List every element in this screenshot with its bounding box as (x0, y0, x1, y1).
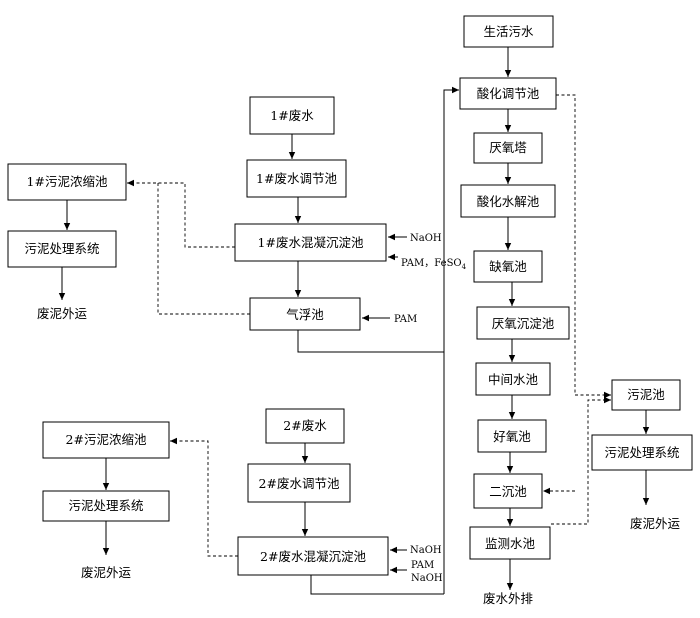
monitoring-tank-label: 监测水池 (485, 536, 536, 551)
flotation-tank-box: 气浮池 (249, 297, 361, 331)
domestic-sewage-box: 生活污水 (463, 15, 554, 48)
aerobic-tank-box: 好氧池 (477, 419, 547, 453)
sludge-coag1-to-thickener1 (127, 179, 235, 248)
wastewater-1-box: 1#废水 (249, 96, 335, 135)
aerobic-tank-label: 好氧池 (493, 429, 531, 444)
sludge-system-1-label: 污泥处理系统 (24, 241, 99, 256)
flotation-pam-label: PAM (394, 314, 417, 325)
sludge-out-1-label: 废泥外运 (37, 306, 88, 321)
domestic-sewage-label: 生活污水 (483, 24, 534, 39)
sludge-system-2-box: 污泥处理系统 (42, 490, 170, 522)
sludge-system-right-label: 污泥处理系统 (604, 445, 679, 460)
anaerobic-tower-box: 厌氧塔 (473, 132, 543, 164)
sludge-right-return (551, 396, 611, 525)
ww1-adjust-tank-label: 1#废水调节池 (256, 171, 337, 186)
sludge-tank-box: 污泥池 (611, 379, 681, 411)
coag2-pam-label: PAM (411, 560, 434, 571)
ww2-adjust-tank-label: 2#废水调节池 (259, 476, 340, 491)
intermediate-tank-label: 中间水池 (488, 372, 539, 387)
wastewater-2-box: 2#废水 (265, 408, 345, 444)
sludge-out-2-label: 废泥外运 (81, 565, 132, 580)
flow-coag2-to-trunk (310, 575, 444, 595)
sludge-flow-lines (127, 94, 611, 557)
sludge-out-right-label: 废泥外运 (630, 516, 681, 531)
sludge-thickener-1-box: 1#污泥浓缩池 (7, 163, 127, 201)
ww1-adjust-tank-box: 1#废水调节池 (246, 159, 347, 198)
acid-hydrolysis-tank-label: 酸化水解池 (477, 194, 540, 209)
coag1-pam-fe-text: PAM，FeSO (401, 258, 462, 269)
acid-adjust-tank-box: 酸化调节池 (459, 77, 557, 110)
sludge-coag2-to-thickener2 (170, 437, 238, 557)
sludge-system-right-box: 污泥处理系统 (591, 434, 693, 471)
wastewater-2-label: 2#废水 (283, 418, 327, 433)
sludge-thickener-2-box: 2#污泥浓缩池 (42, 421, 170, 459)
main-flow-lines (58, 47, 650, 595)
flotation-tank-label: 气浮池 (286, 307, 324, 322)
ww2-coag-tank-box: 2#废水混凝沉淀池 (237, 536, 389, 576)
sludge-system-1-box: 污泥处理系统 (7, 230, 117, 268)
coag1-fe-subscript: 4 (462, 263, 467, 271)
secondary-clarifier-box: 二沉池 (473, 473, 543, 509)
sludge-system-2-label: 污泥处理系统 (68, 498, 143, 513)
trunk-to-acid-adjust (443, 86, 459, 594)
anaerobic-tower-label: 厌氧塔 (489, 140, 527, 155)
coag1-naoh-label: NaOH (410, 233, 442, 244)
anaerobic-settling-tank-label: 厌氧沉淀池 (492, 316, 555, 331)
acid-adjust-tank-label: 酸化调节池 (477, 86, 540, 101)
anoxic-tank-label: 缺氧池 (489, 259, 527, 274)
monitoring-tank-box: 监测水池 (469, 526, 551, 560)
sludge-adjust-to-sludge-tank (556, 94, 611, 399)
anoxic-tank-box: 缺氧池 (473, 250, 543, 283)
flow-flotation-to-trunk (297, 330, 444, 353)
ww1-coag-tank-box: 1#废水混凝沉淀池 (234, 223, 387, 262)
acid-hydrolysis-tank-box: 酸化水解池 (460, 184, 556, 218)
sludge-thickener-2-label: 2#污泥浓缩池 (66, 432, 147, 447)
coag2-naoh2-label: NaOH (411, 573, 443, 584)
ww1-coag-tank-label: 1#废水混凝沉淀池 (258, 235, 364, 250)
ww2-adjust-tank-box: 2#废水调节池 (247, 463, 351, 503)
effluent-label: 废水外排 (483, 591, 534, 606)
secondary-clarifier-label: 二沉池 (489, 484, 527, 499)
anaerobic-settling-tank-box: 厌氧沉淀池 (476, 306, 570, 340)
sludge-thickener-1-label: 1#污泥浓缩池 (27, 174, 108, 189)
ww2-coag-tank-label: 2#废水混凝沉淀池 (260, 549, 366, 564)
intermediate-tank-box: 中间水池 (475, 362, 551, 396)
sludge-tank-label: 污泥池 (627, 387, 665, 402)
coag1-pam-feso4-label: PAM，FeSO4 (401, 258, 467, 271)
wastewater-1-label: 1#废水 (270, 108, 314, 123)
coag2-naoh-label: NaOH (410, 545, 442, 556)
